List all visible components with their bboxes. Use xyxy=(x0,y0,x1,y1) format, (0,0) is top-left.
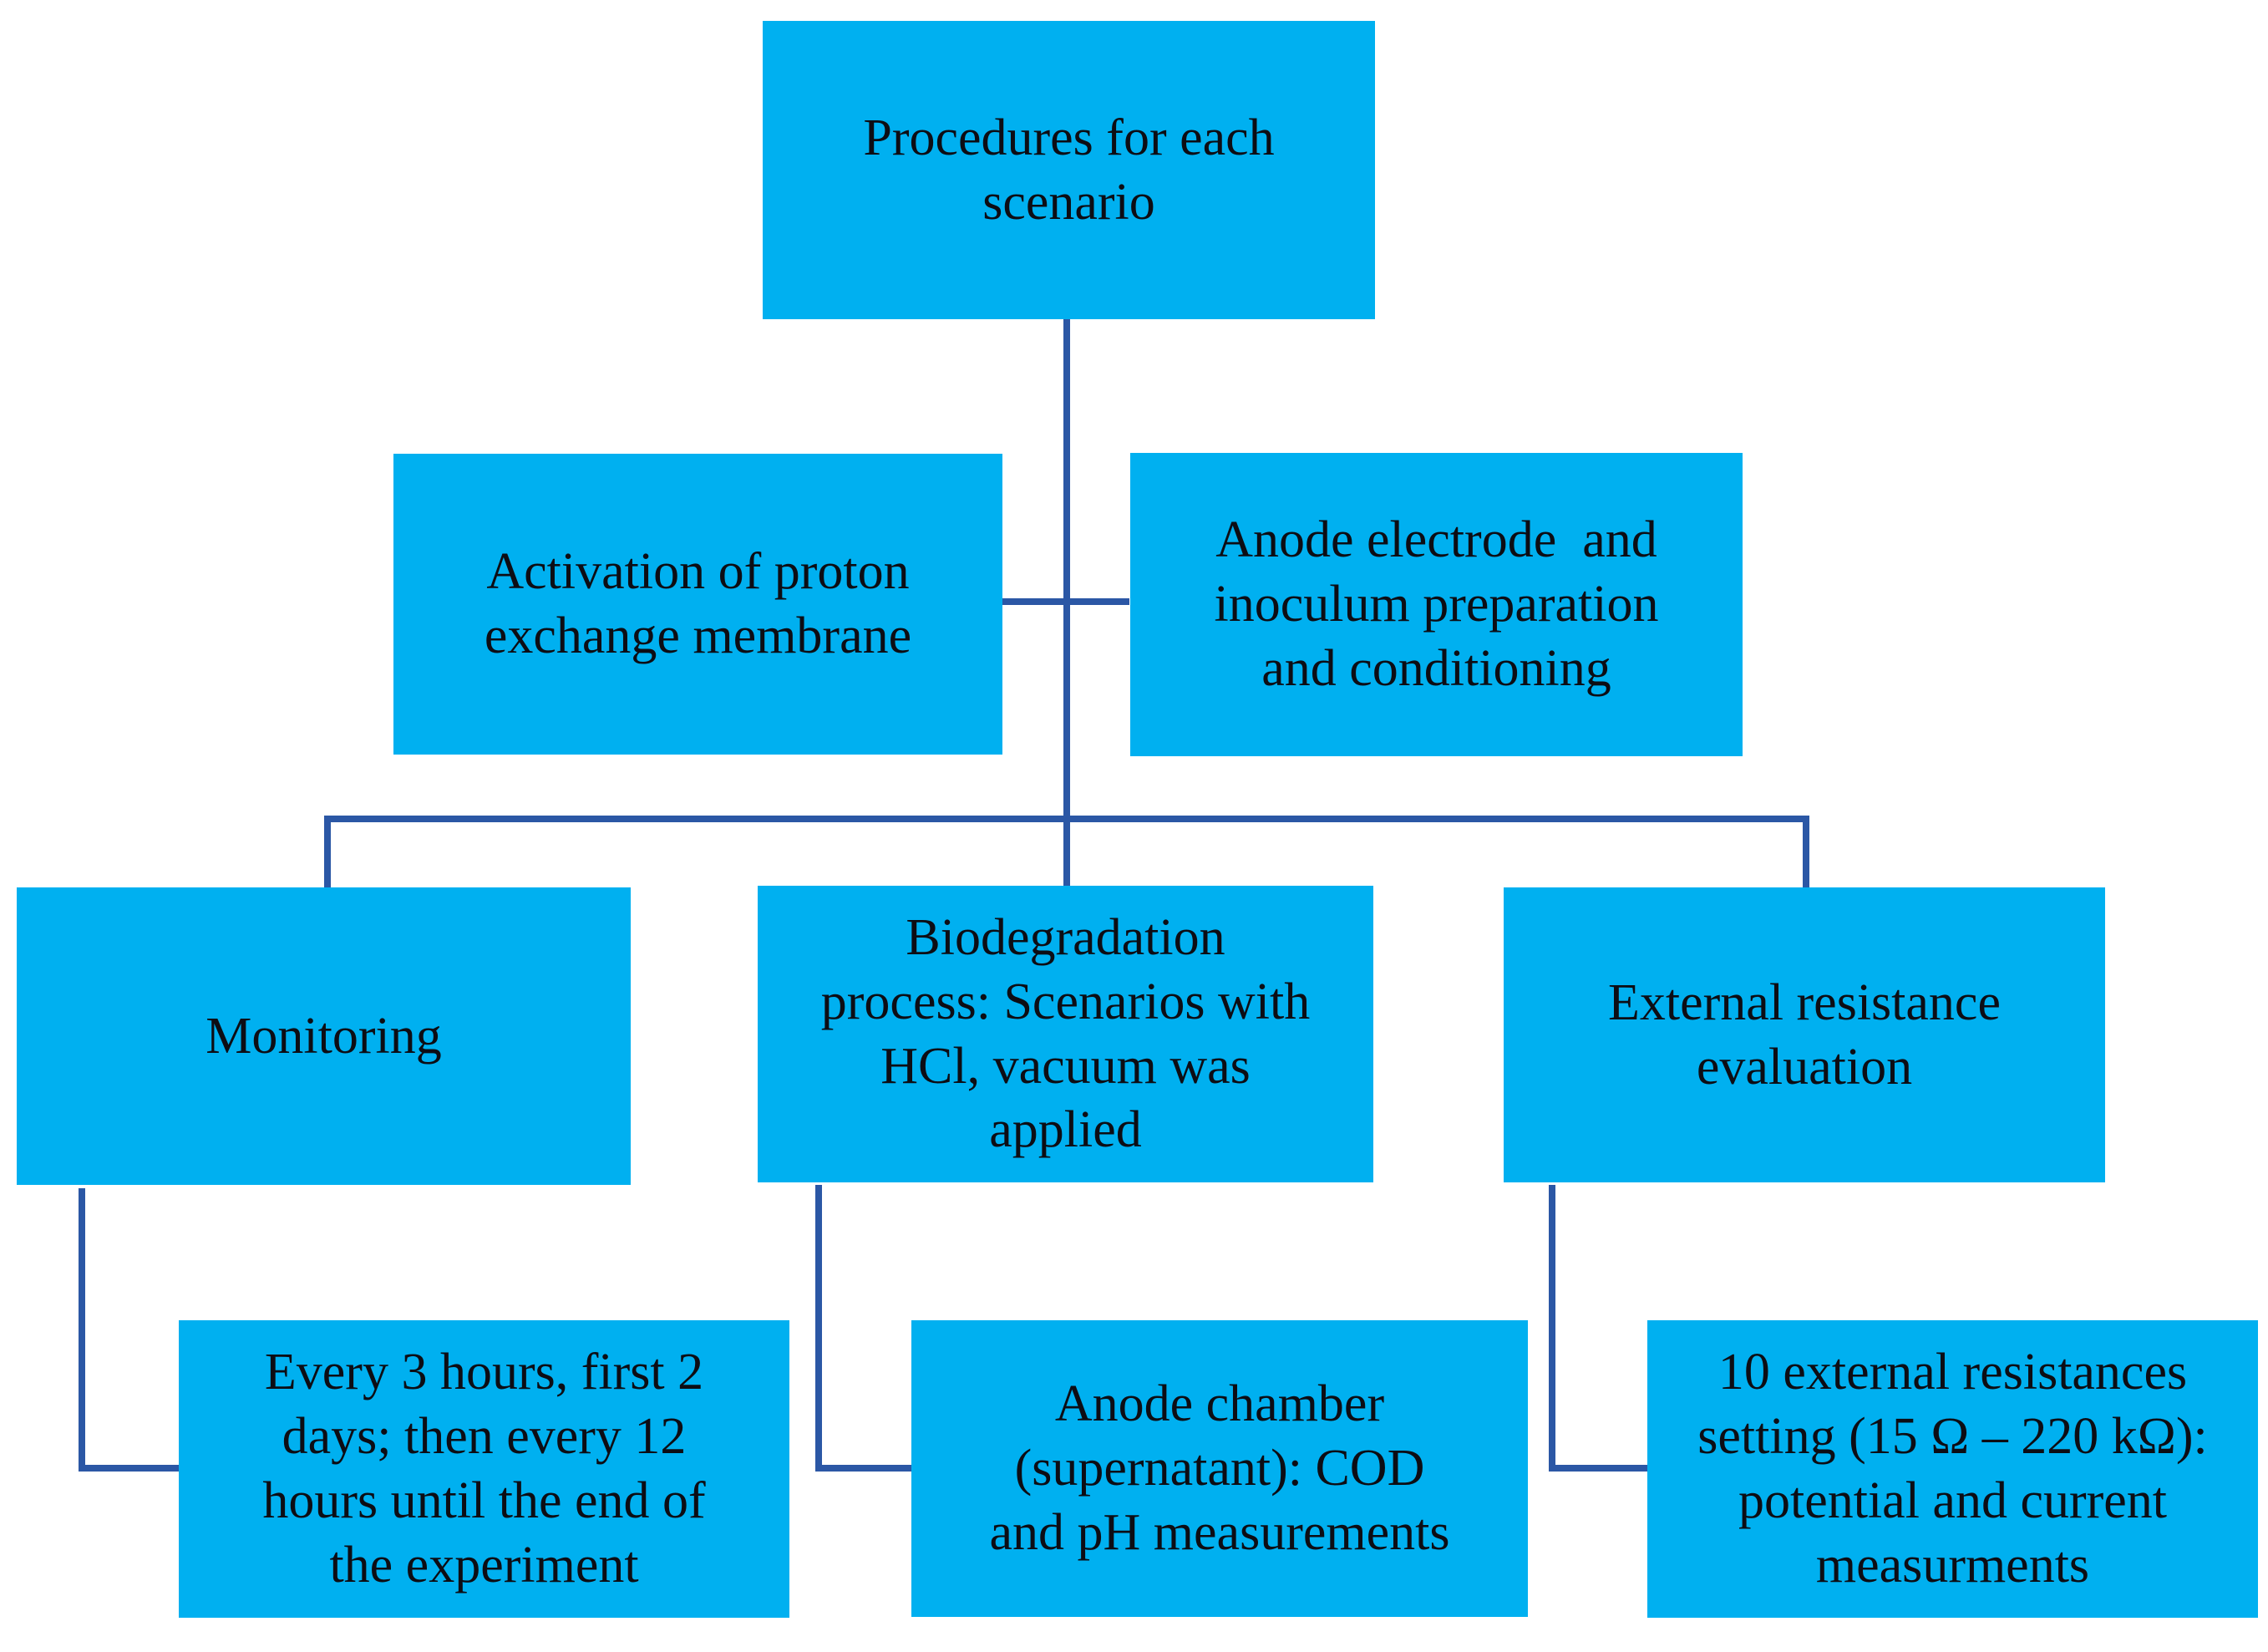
connector-elbow-left-horizontal xyxy=(79,1465,182,1472)
node-label: Procedures for each scenario xyxy=(863,109,1275,231)
node-biodegradation-process: Biodegradation process: Scenarios with H… xyxy=(758,886,1373,1182)
node-activation-of-pem: Activation of proton exchange membrane xyxy=(393,454,1002,755)
node-label: Anode chamber (supernatant): COD and pH … xyxy=(989,1375,1450,1561)
connector-elbow-center-vertical xyxy=(815,1185,822,1472)
connector-drop-right xyxy=(1803,819,1809,891)
node-label: Anode electrode and inoculum preparation… xyxy=(1214,511,1659,697)
node-external-resistance-evaluation: External resistance evaluation xyxy=(1504,887,2105,1182)
connector-row2-horizontal xyxy=(1002,598,1129,605)
node-external-resistances-setting: 10 external resistances setting (15 Ω – … xyxy=(1647,1320,2258,1618)
node-label: Every 3 hours, first 2 days; then every … xyxy=(262,1344,706,1594)
node-label: Biodegradation process: Scenarios with H… xyxy=(820,908,1311,1159)
connector-elbow-right-vertical xyxy=(1549,1185,1555,1472)
node-monitoring-schedule: Every 3 hours, first 2 days; then every … xyxy=(179,1320,789,1618)
node-monitoring: Monitoring xyxy=(17,887,631,1185)
connector-elbow-right-horizontal xyxy=(1549,1465,1651,1472)
node-label: Activation of proton exchange membrane xyxy=(484,543,912,664)
node-procedures-for-each-scenario: Procedures for each scenario xyxy=(763,21,1375,319)
node-anode-chamber-measurements: Anode chamber (supernatant): COD and pH … xyxy=(911,1320,1528,1617)
connector-distributor-horizontal xyxy=(324,816,1809,822)
connector-elbow-left-vertical xyxy=(79,1188,85,1472)
node-label: External resistance evaluation xyxy=(1608,973,2001,1095)
connector-elbow-center-horizontal xyxy=(815,1465,915,1472)
connector-drop-left xyxy=(324,819,331,891)
node-anode-electrode-inoculum-prep: Anode electrode and inoculum preparation… xyxy=(1130,453,1743,756)
node-label: 10 external resistances setting (15 Ω – … xyxy=(1697,1344,2208,1594)
node-label: Monitoring xyxy=(205,1007,442,1065)
